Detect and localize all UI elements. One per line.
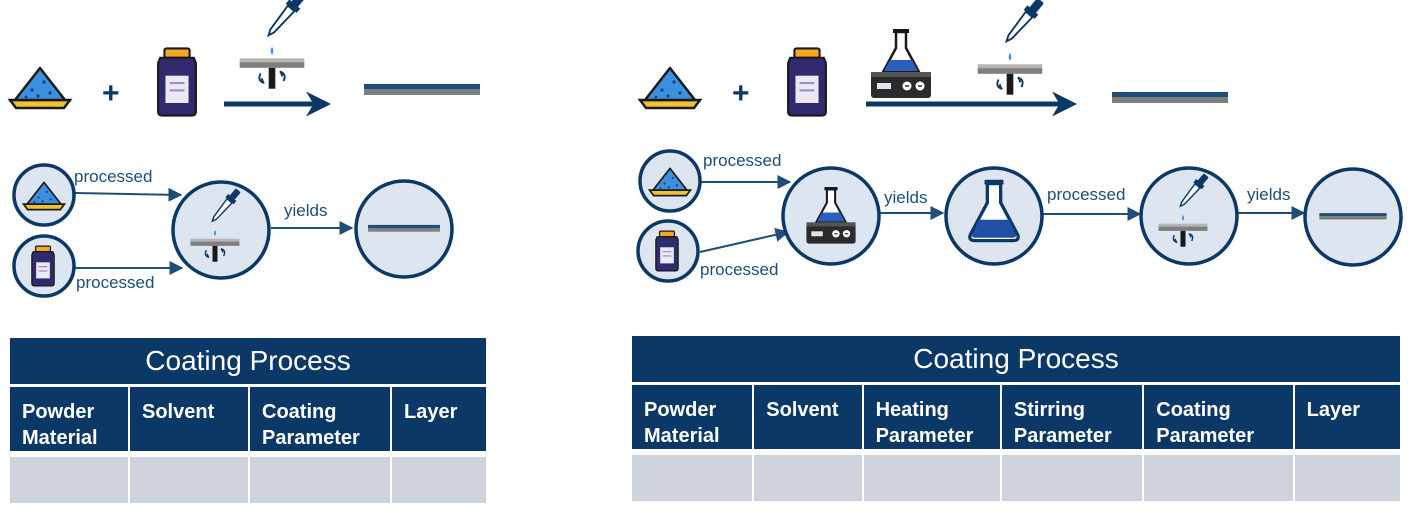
coating-node (171, 180, 271, 280)
edge-solvent-to-heating (699, 227, 790, 253)
column-header-layer: Layer (392, 384, 486, 451)
table-cell (10, 451, 128, 503)
edge-powder-to-coating (74, 187, 183, 202)
edge-label-processed: processed (1047, 185, 1125, 204)
left-node-graph: processed processed yields (12, 163, 454, 298)
edge-label-processed: processed (74, 167, 152, 186)
left-top-process: + (8, 0, 480, 117)
table-cell (632, 449, 753, 501)
column-header-solvent: Solvent (130, 384, 248, 451)
solvent-bottle-icon (157, 47, 197, 117)
layer-icon (1112, 92, 1228, 103)
table-cell (754, 449, 862, 501)
spin-coater-icon (238, 0, 310, 90)
table-cell (863, 449, 1000, 501)
table-cell (250, 451, 390, 503)
right-node-graph: processed processed yields processed yie… (636, 149, 1403, 283)
table-title: Coating Process (632, 336, 1400, 382)
column-header-layer: Layer (1294, 382, 1400, 449)
table-cell (1001, 449, 1143, 501)
right-top-process: + (638, 0, 1228, 117)
solvent-bottle-icon (655, 230, 679, 272)
hotplate-icon (869, 27, 933, 100)
powder-icon (638, 66, 702, 110)
layer-icon (1319, 213, 1387, 220)
table-title: Coating Process (10, 338, 486, 384)
table-cell (1144, 449, 1293, 501)
edge-label-yields: yields (884, 188, 927, 207)
table-cell (392, 451, 486, 503)
plus-sign: + (732, 77, 750, 110)
table-row (632, 449, 1400, 501)
table-cell (130, 451, 248, 503)
edge-label-yields: yields (1247, 185, 1290, 204)
edge-label-yields: yields (284, 201, 327, 220)
solvent-bottle-icon (31, 245, 55, 287)
table-cell (1294, 449, 1400, 501)
powder-icon (8, 66, 72, 110)
solvent-bottle-icon (787, 47, 827, 117)
spin-coater-icon (976, 0, 1048, 96)
coating-node (1139, 166, 1239, 266)
edge-label-processed: processed (703, 151, 781, 170)
column-header-solvent: Solvent (754, 382, 862, 449)
table-row (10, 451, 486, 503)
edge-label-processed: processed (700, 260, 778, 279)
layer-icon (364, 84, 480, 95)
edge-label-processed: processed (76, 273, 154, 292)
layer-icon (368, 224, 440, 232)
plus-sign: + (102, 77, 120, 110)
